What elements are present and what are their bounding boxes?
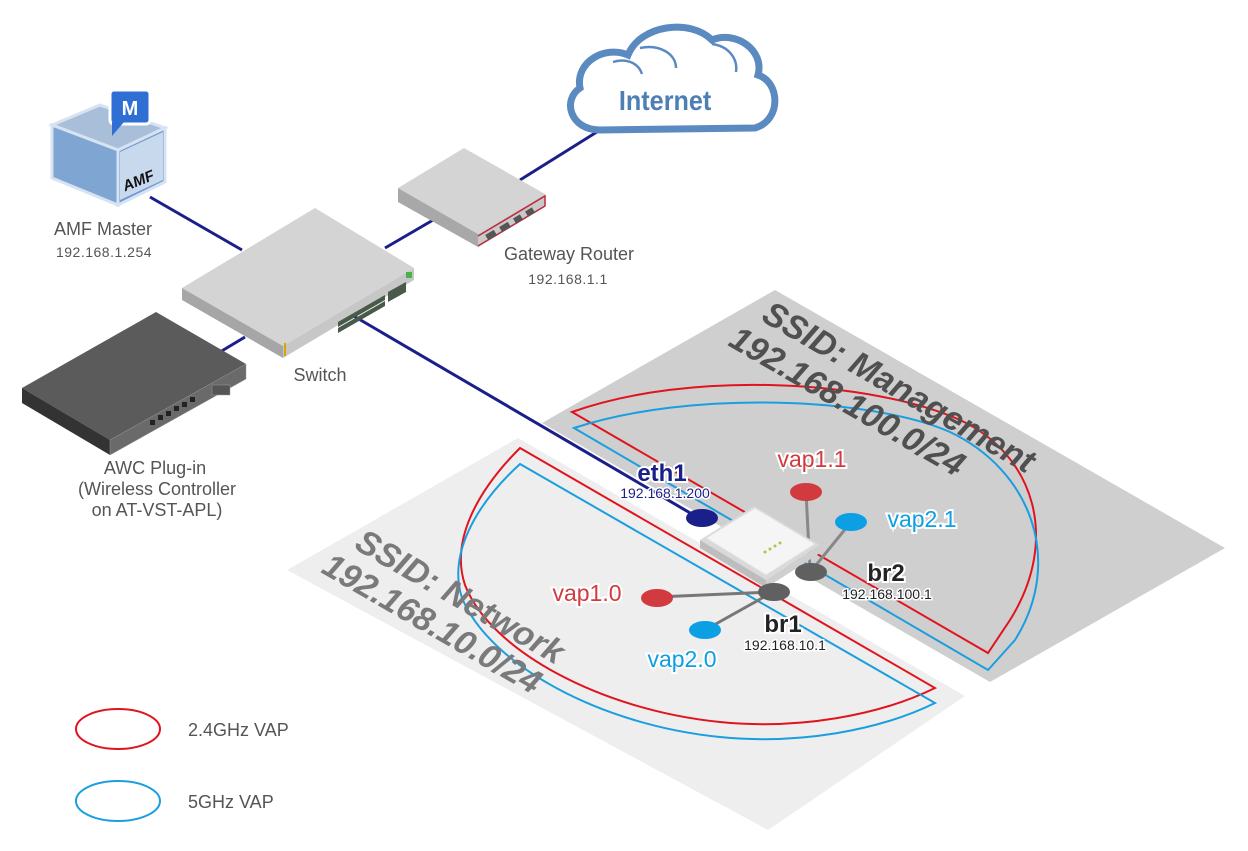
legend-5ghz-swatch-icon bbox=[75, 780, 161, 822]
cable-switch-router bbox=[384, 214, 441, 250]
amf-master-ip: 192.168.1.254 bbox=[56, 244, 152, 260]
eth1-node bbox=[686, 509, 718, 527]
awc-plugin[interactable]: AWC Plug-in (Wireless Controller on AT-V… bbox=[22, 312, 247, 520]
management-5ghz-boundary bbox=[571, 401, 1040, 672]
legend-item-24ghz: 2.4GHz VAP bbox=[75, 708, 289, 750]
br2-ip: 192.168.100.1 bbox=[842, 586, 932, 602]
vap1-0-node bbox=[641, 589, 673, 607]
vap1-0[interactable]: vap1.0 bbox=[550, 578, 673, 608]
switch-ports-icon bbox=[338, 272, 412, 333]
vap2-1-node bbox=[835, 513, 867, 531]
switch[interactable]: Switch bbox=[182, 208, 414, 385]
br1-label: br1 bbox=[764, 611, 801, 638]
cable-switch-ap bbox=[351, 313, 698, 519]
zone-management-plane bbox=[542, 290, 1225, 682]
awc-plugin-desc-2: on AT-VST-APL) bbox=[92, 500, 223, 520]
cloud-icon bbox=[567, 23, 779, 134]
internet-label: Internet bbox=[619, 85, 711, 117]
amf-master-name: AMF Master bbox=[54, 219, 152, 239]
svg-text:M: M bbox=[122, 98, 139, 120]
vap2-1[interactable]: vap2.1 bbox=[835, 504, 959, 534]
cable-router-internet bbox=[519, 128, 601, 182]
gateway-router[interactable]: Gateway Router 192.168.1.1 bbox=[398, 148, 634, 287]
vap1-1-label: vap1.1 bbox=[777, 446, 846, 472]
vap2-1-label: vap2.1 bbox=[887, 506, 956, 532]
br1-ip: 192.168.10.1 bbox=[744, 637, 826, 653]
management-24ghz-boundary bbox=[569, 383, 1038, 655]
access-point[interactable] bbox=[700, 506, 820, 588]
eth1-ip: 192.168.1.200 bbox=[620, 485, 710, 501]
legend-5ghz-label: 5GHz VAP bbox=[188, 792, 274, 812]
vap1-1-node bbox=[790, 483, 822, 501]
br1-node bbox=[758, 583, 790, 601]
legend-item-5ghz: 5GHz VAP bbox=[75, 780, 274, 822]
router-ports-icon bbox=[485, 207, 535, 241]
amf-master[interactable]: AMF M AMF Master 192.168.1.254 bbox=[47, 88, 169, 260]
br2-bridge[interactable]: br2 192.168.100.1 bbox=[795, 558, 933, 604]
gateway-router-name: Gateway Router bbox=[504, 244, 634, 264]
vap2-0-label: vap2.0 bbox=[647, 646, 716, 672]
gateway-router-ip: 192.168.1.1 bbox=[528, 271, 607, 287]
cable-amf-switch bbox=[149, 195, 243, 252]
br1-bridge[interactable]: br1 192.168.10.1 bbox=[743, 583, 828, 655]
network-24ghz-boundary bbox=[460, 446, 938, 726]
network-5ghz-boundary bbox=[457, 462, 938, 741]
awc-plugin-name: AWC Plug-in bbox=[104, 458, 206, 478]
cables bbox=[149, 128, 698, 519]
vap1-0-label: vap1.0 bbox=[552, 580, 621, 606]
zone-network: SSID: Network 192.168.10.0/24 bbox=[287, 438, 965, 830]
legend: 2.4GHz VAP 5GHz VAP bbox=[75, 708, 289, 822]
vap2-0[interactable]: vap2.0 bbox=[645, 621, 721, 674]
br2-label: br2 bbox=[867, 560, 904, 587]
internet-cloud: Internet bbox=[567, 23, 779, 134]
switch-name: Switch bbox=[293, 365, 346, 385]
awc-ports-icon bbox=[150, 384, 231, 425]
eth1-label: eth1 bbox=[637, 460, 686, 487]
awc-plugin-desc-1: (Wireless Controller bbox=[78, 479, 236, 499]
legend-24ghz-label: 2.4GHz VAP bbox=[188, 720, 289, 740]
master-badge-icon: M bbox=[108, 88, 152, 136]
vap2-0-node bbox=[689, 621, 721, 639]
zone-network-plane bbox=[287, 438, 965, 830]
legend-24ghz-swatch-icon bbox=[75, 708, 161, 750]
br2-node bbox=[795, 563, 827, 581]
ap-led-icon bbox=[763, 541, 782, 554]
eth1-interface[interactable]: eth1 192.168.1.200 bbox=[619, 458, 718, 527]
vap1-1[interactable]: vap1.1 bbox=[775, 444, 849, 501]
